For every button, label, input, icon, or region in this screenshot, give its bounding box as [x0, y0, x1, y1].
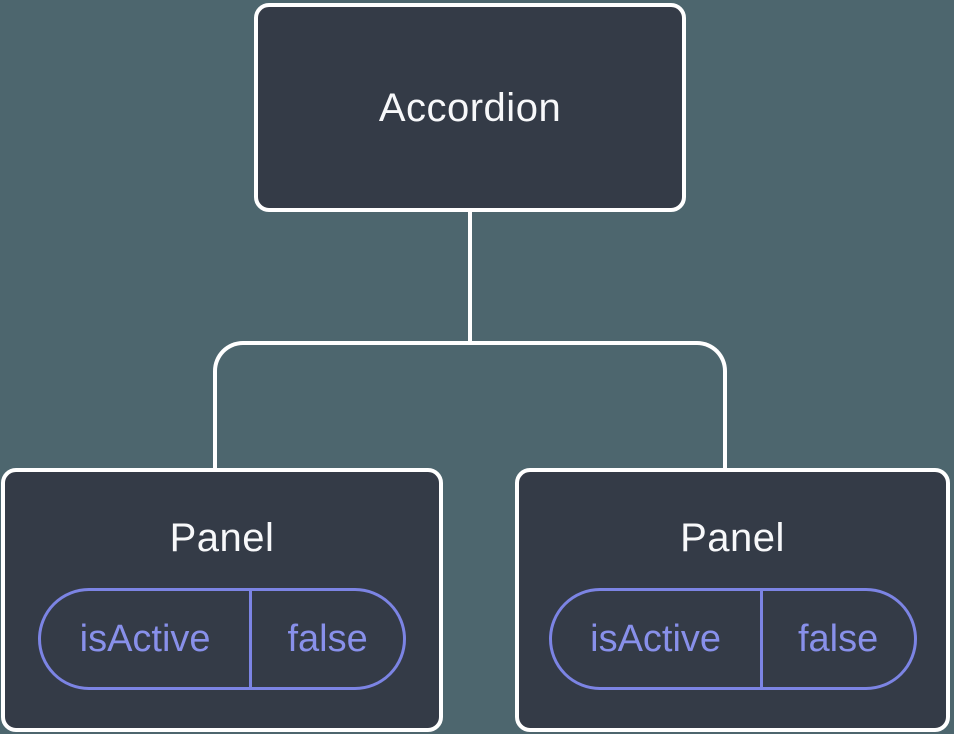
connector-bracket — [213, 341, 727, 469]
component-node-panel-right: Panel isActive false — [515, 468, 950, 732]
state-value-left: false — [287, 618, 368, 660]
state-key-left: isActive — [41, 591, 253, 687]
state-pill-left: isActive false — [38, 588, 406, 690]
state-pill-right: isActive false — [548, 588, 917, 690]
panel-left-label: Panel — [169, 516, 275, 560]
state-value-right: false — [797, 618, 879, 660]
accordion-node-label: Accordion — [378, 85, 562, 130]
panel-right-label: Panel — [680, 516, 785, 560]
state-key-right: isActive — [552, 591, 763, 687]
component-node-accordion: Accordion — [254, 3, 686, 212]
component-node-panel-left: Panel isActive false — [1, 468, 443, 732]
connector-stem — [468, 208, 472, 345]
